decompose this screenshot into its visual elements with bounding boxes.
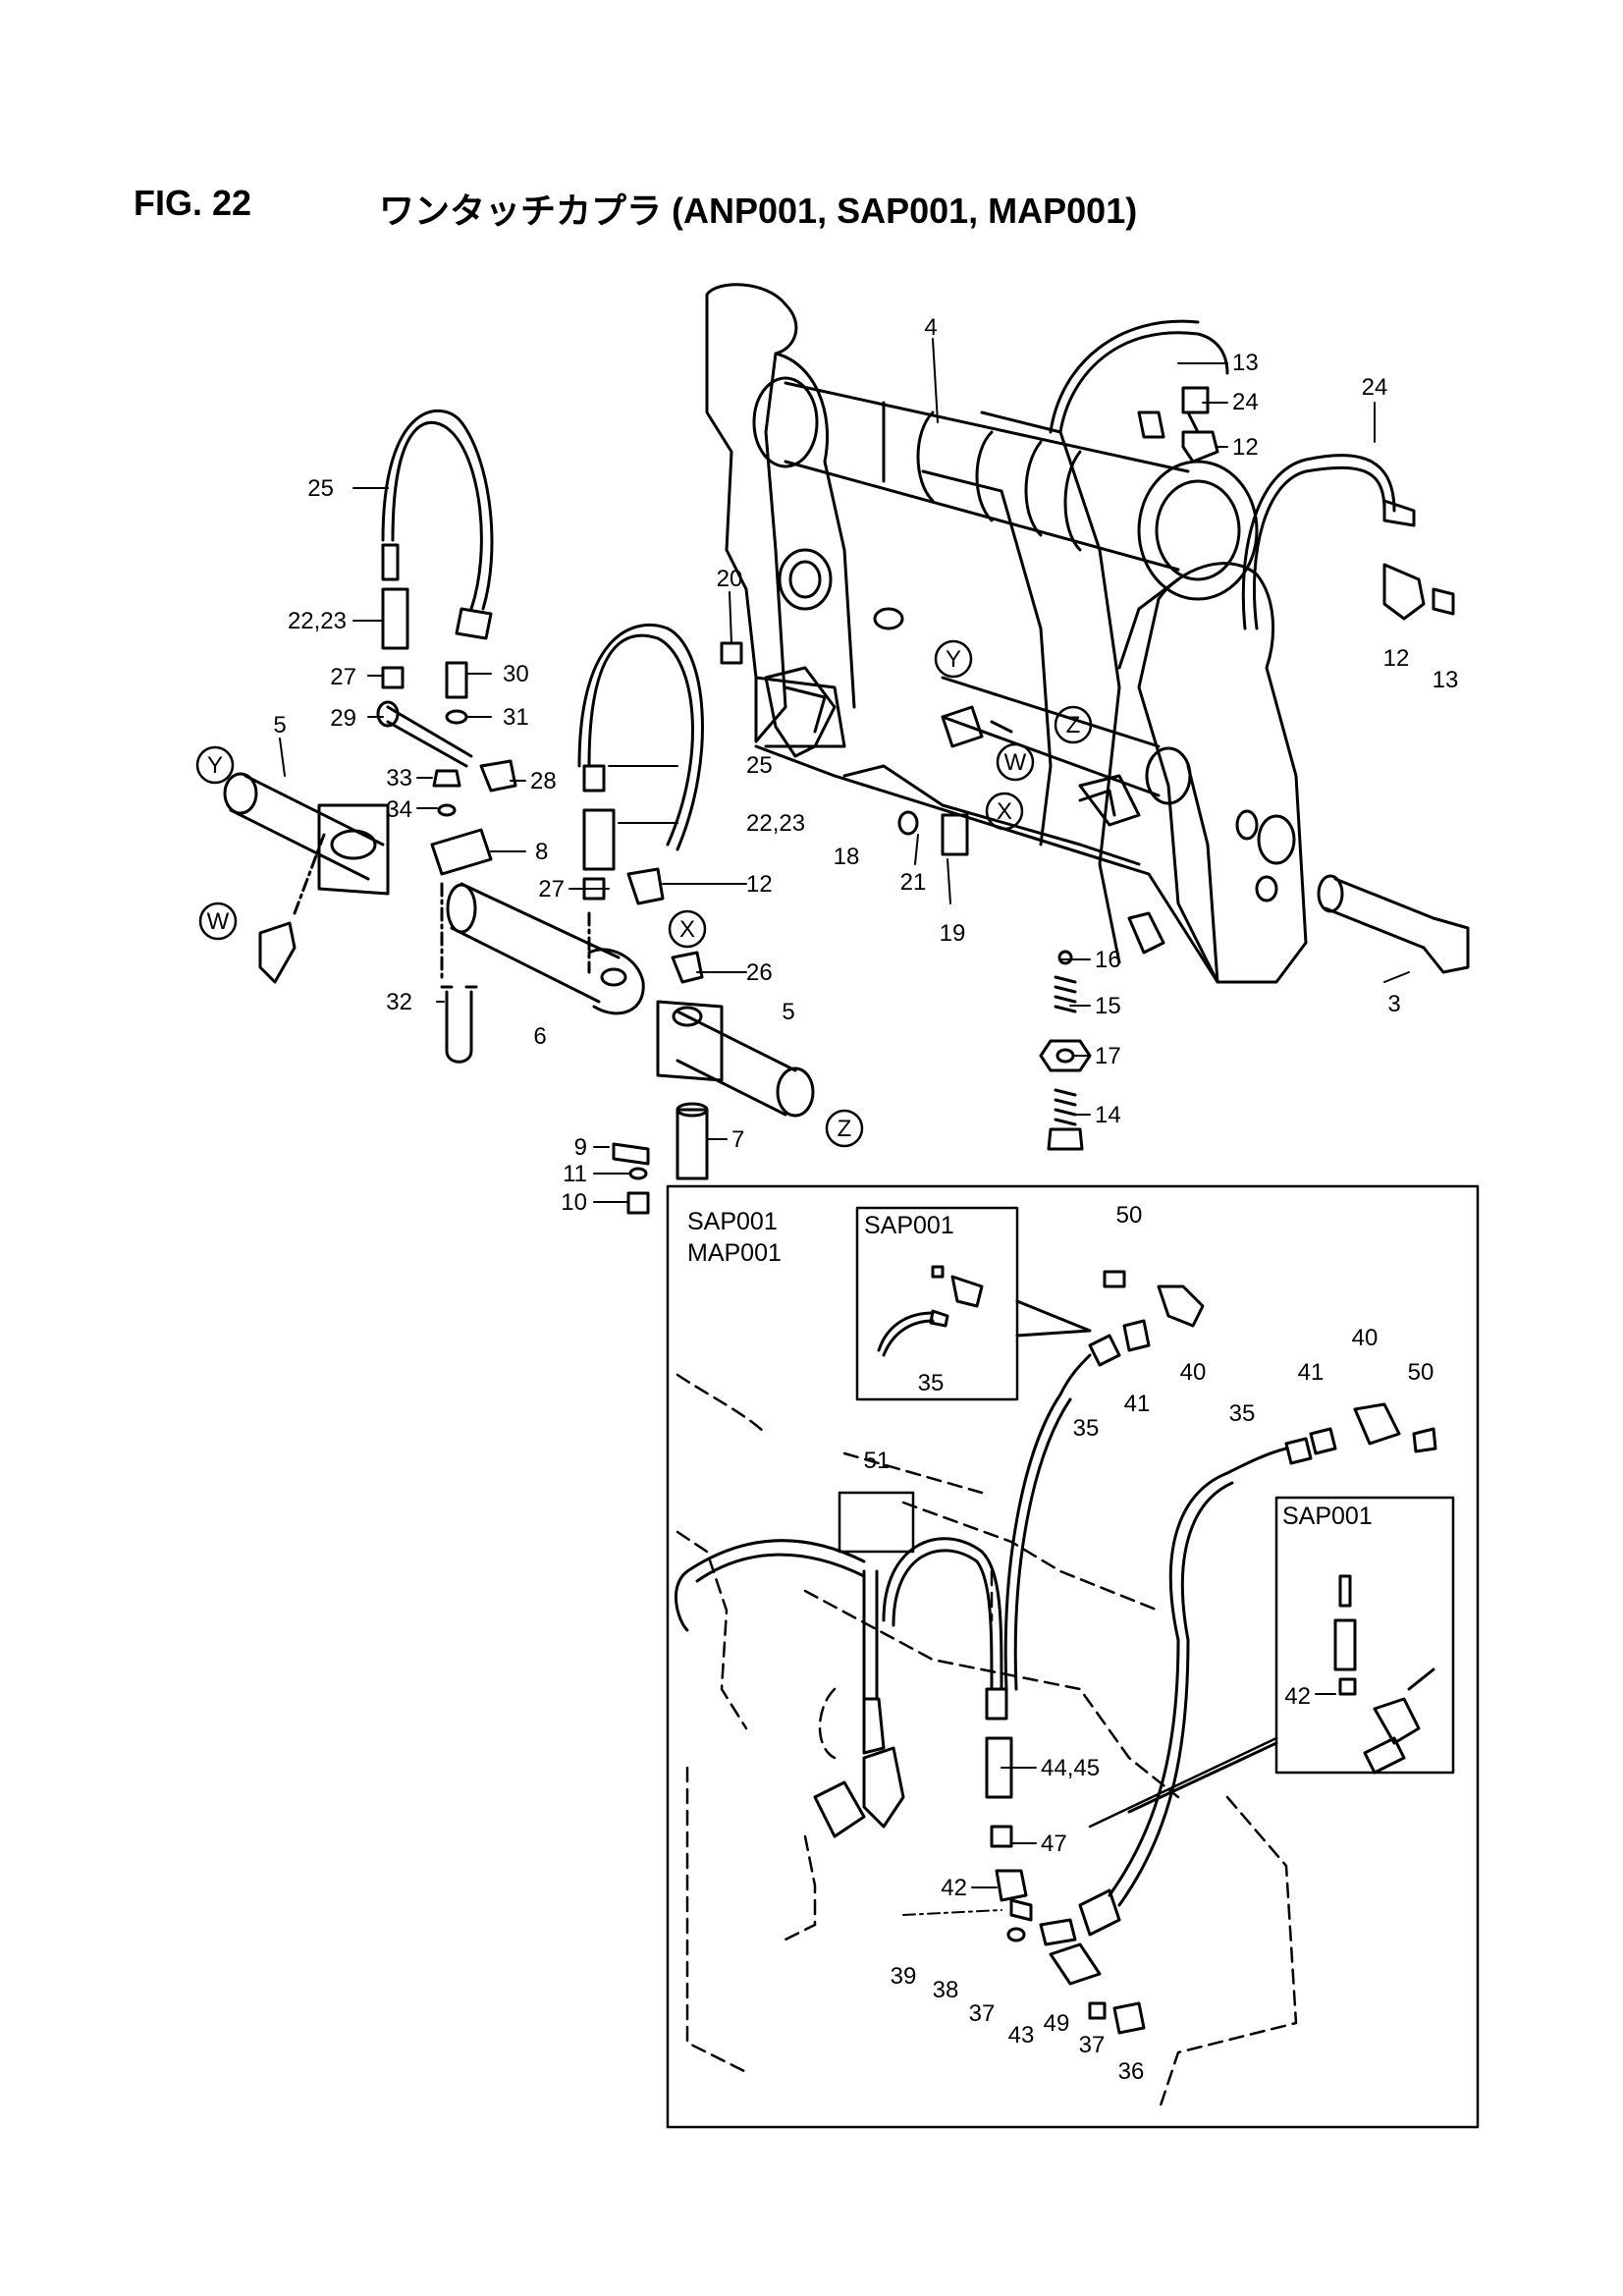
label-22-23: 22,23 bbox=[288, 608, 347, 634]
label-15: 15 bbox=[1095, 993, 1121, 1019]
leader-lines bbox=[279, 338, 1410, 1888]
label-22-23b: 22,23 bbox=[746, 810, 805, 837]
label-3: 3 bbox=[1387, 991, 1400, 1017]
marker-x-frame bbox=[985, 792, 1024, 831]
label-27b: 27 bbox=[538, 876, 565, 902]
marker-label-y-left: Y bbox=[207, 752, 223, 779]
label-37b: 37 bbox=[1079, 2032, 1106, 2058]
label-35b: 35 bbox=[1229, 1400, 1256, 1427]
label-8: 8 bbox=[535, 839, 548, 865]
label-6: 6 bbox=[533, 1023, 546, 1050]
label-51: 51 bbox=[864, 1448, 891, 1474]
label-44-45: 44,45 bbox=[1041, 1755, 1100, 1781]
marker-y-frame bbox=[934, 639, 973, 679]
marker-z-bottom bbox=[825, 1109, 864, 1148]
section-markers bbox=[195, 639, 1093, 1148]
part-labels: 4 13 24 12 24 25 22,23 27 30 29 31 5 33 … bbox=[207, 314, 1459, 2085]
label-16: 16 bbox=[1095, 947, 1121, 973]
label-12c: 12 bbox=[1383, 645, 1410, 672]
inset-right bbox=[1274, 1496, 1455, 1775]
inset-top-label: SAP001 bbox=[864, 1212, 954, 1239]
label-24b: 24 bbox=[1362, 374, 1388, 401]
marker-w-frame bbox=[996, 742, 1035, 782]
label-9: 9 bbox=[574, 1134, 587, 1161]
label-25b: 25 bbox=[746, 752, 773, 779]
label-7: 7 bbox=[731, 1126, 744, 1153]
label-26: 26 bbox=[746, 959, 773, 986]
marker-y-left bbox=[195, 745, 235, 785]
marker-label-z-bottom: Z bbox=[838, 1116, 852, 1142]
inset-top bbox=[855, 1206, 1019, 1401]
label-36: 36 bbox=[1118, 2058, 1145, 2085]
detail-box-label-2: MAP001 bbox=[687, 1239, 782, 1267]
label-4: 4 bbox=[924, 314, 937, 341]
label-19: 19 bbox=[940, 920, 966, 947]
label-50: 50 bbox=[1116, 1202, 1143, 1229]
label-12b: 12 bbox=[746, 871, 773, 898]
label-40b: 40 bbox=[1352, 1325, 1379, 1351]
label-42-inset: 42 bbox=[1284, 1683, 1311, 1710]
detail-box bbox=[666, 1184, 1480, 2129]
label-32: 32 bbox=[386, 989, 412, 1015]
label-27: 27 bbox=[330, 664, 356, 690]
label-12: 12 bbox=[1232, 434, 1259, 461]
marker-z-frame bbox=[1054, 705, 1093, 744]
label-28: 28 bbox=[530, 768, 557, 794]
label-29: 29 bbox=[330, 705, 356, 732]
marker-w-left bbox=[198, 902, 238, 941]
label-30: 30 bbox=[503, 661, 529, 687]
label-11: 11 bbox=[563, 1161, 587, 1187]
figure-number: FIG. 22 bbox=[134, 183, 252, 223]
label-47: 47 bbox=[1041, 1831, 1067, 1857]
label-33: 33 bbox=[386, 765, 412, 792]
label-13b: 13 bbox=[1433, 667, 1459, 693]
label-50b: 50 bbox=[1408, 1359, 1434, 1386]
label-18: 18 bbox=[834, 844, 860, 870]
label-38: 38 bbox=[933, 1977, 959, 2003]
label-5: 5 bbox=[273, 712, 286, 738]
detail-box-label-1: SAP001 bbox=[687, 1208, 778, 1235]
marker-label-w-frame: W bbox=[1004, 749, 1027, 776]
label-21: 21 bbox=[900, 869, 927, 896]
label-17: 17 bbox=[1095, 1043, 1121, 1069]
marker-label-z-frame: Z bbox=[1066, 712, 1081, 738]
label-20: 20 bbox=[717, 566, 743, 592]
marker-label-x-frame: X bbox=[997, 798, 1012, 825]
marker-label-w-left: W bbox=[207, 908, 230, 935]
marker-label-y-frame: Y bbox=[946, 646, 961, 673]
label-40: 40 bbox=[1180, 1359, 1207, 1386]
label-25: 25 bbox=[307, 475, 334, 502]
figure-title: ワンタッチカプラ (ANP001, SAP001, MAP001) bbox=[379, 191, 1138, 231]
label-37: 37 bbox=[969, 2000, 996, 2027]
label-14: 14 bbox=[1095, 1102, 1121, 1128]
label-39: 39 bbox=[891, 1963, 917, 1990]
label-35-inset: 35 bbox=[918, 1370, 945, 1396]
label-5b: 5 bbox=[782, 999, 794, 1025]
coupler-frame bbox=[705, 283, 1470, 1151]
label-35: 35 bbox=[1073, 1415, 1100, 1442]
label-13: 13 bbox=[1232, 350, 1259, 376]
label-10: 10 bbox=[561, 1189, 587, 1216]
marker-x-mid bbox=[668, 909, 707, 949]
label-41b: 41 bbox=[1298, 1359, 1325, 1386]
label-41: 41 bbox=[1124, 1391, 1151, 1417]
label-24: 24 bbox=[1232, 389, 1259, 415]
label-42: 42 bbox=[941, 1875, 967, 1901]
label-31: 31 bbox=[503, 704, 529, 731]
marker-label-x-mid: X bbox=[679, 916, 695, 943]
label-34: 34 bbox=[386, 796, 412, 823]
inset-right-label: SAP001 bbox=[1282, 1503, 1373, 1530]
label-49: 49 bbox=[1044, 2010, 1070, 2037]
left-cylinder-assembly bbox=[223, 410, 815, 1215]
label-43: 43 bbox=[1008, 2022, 1035, 2049]
